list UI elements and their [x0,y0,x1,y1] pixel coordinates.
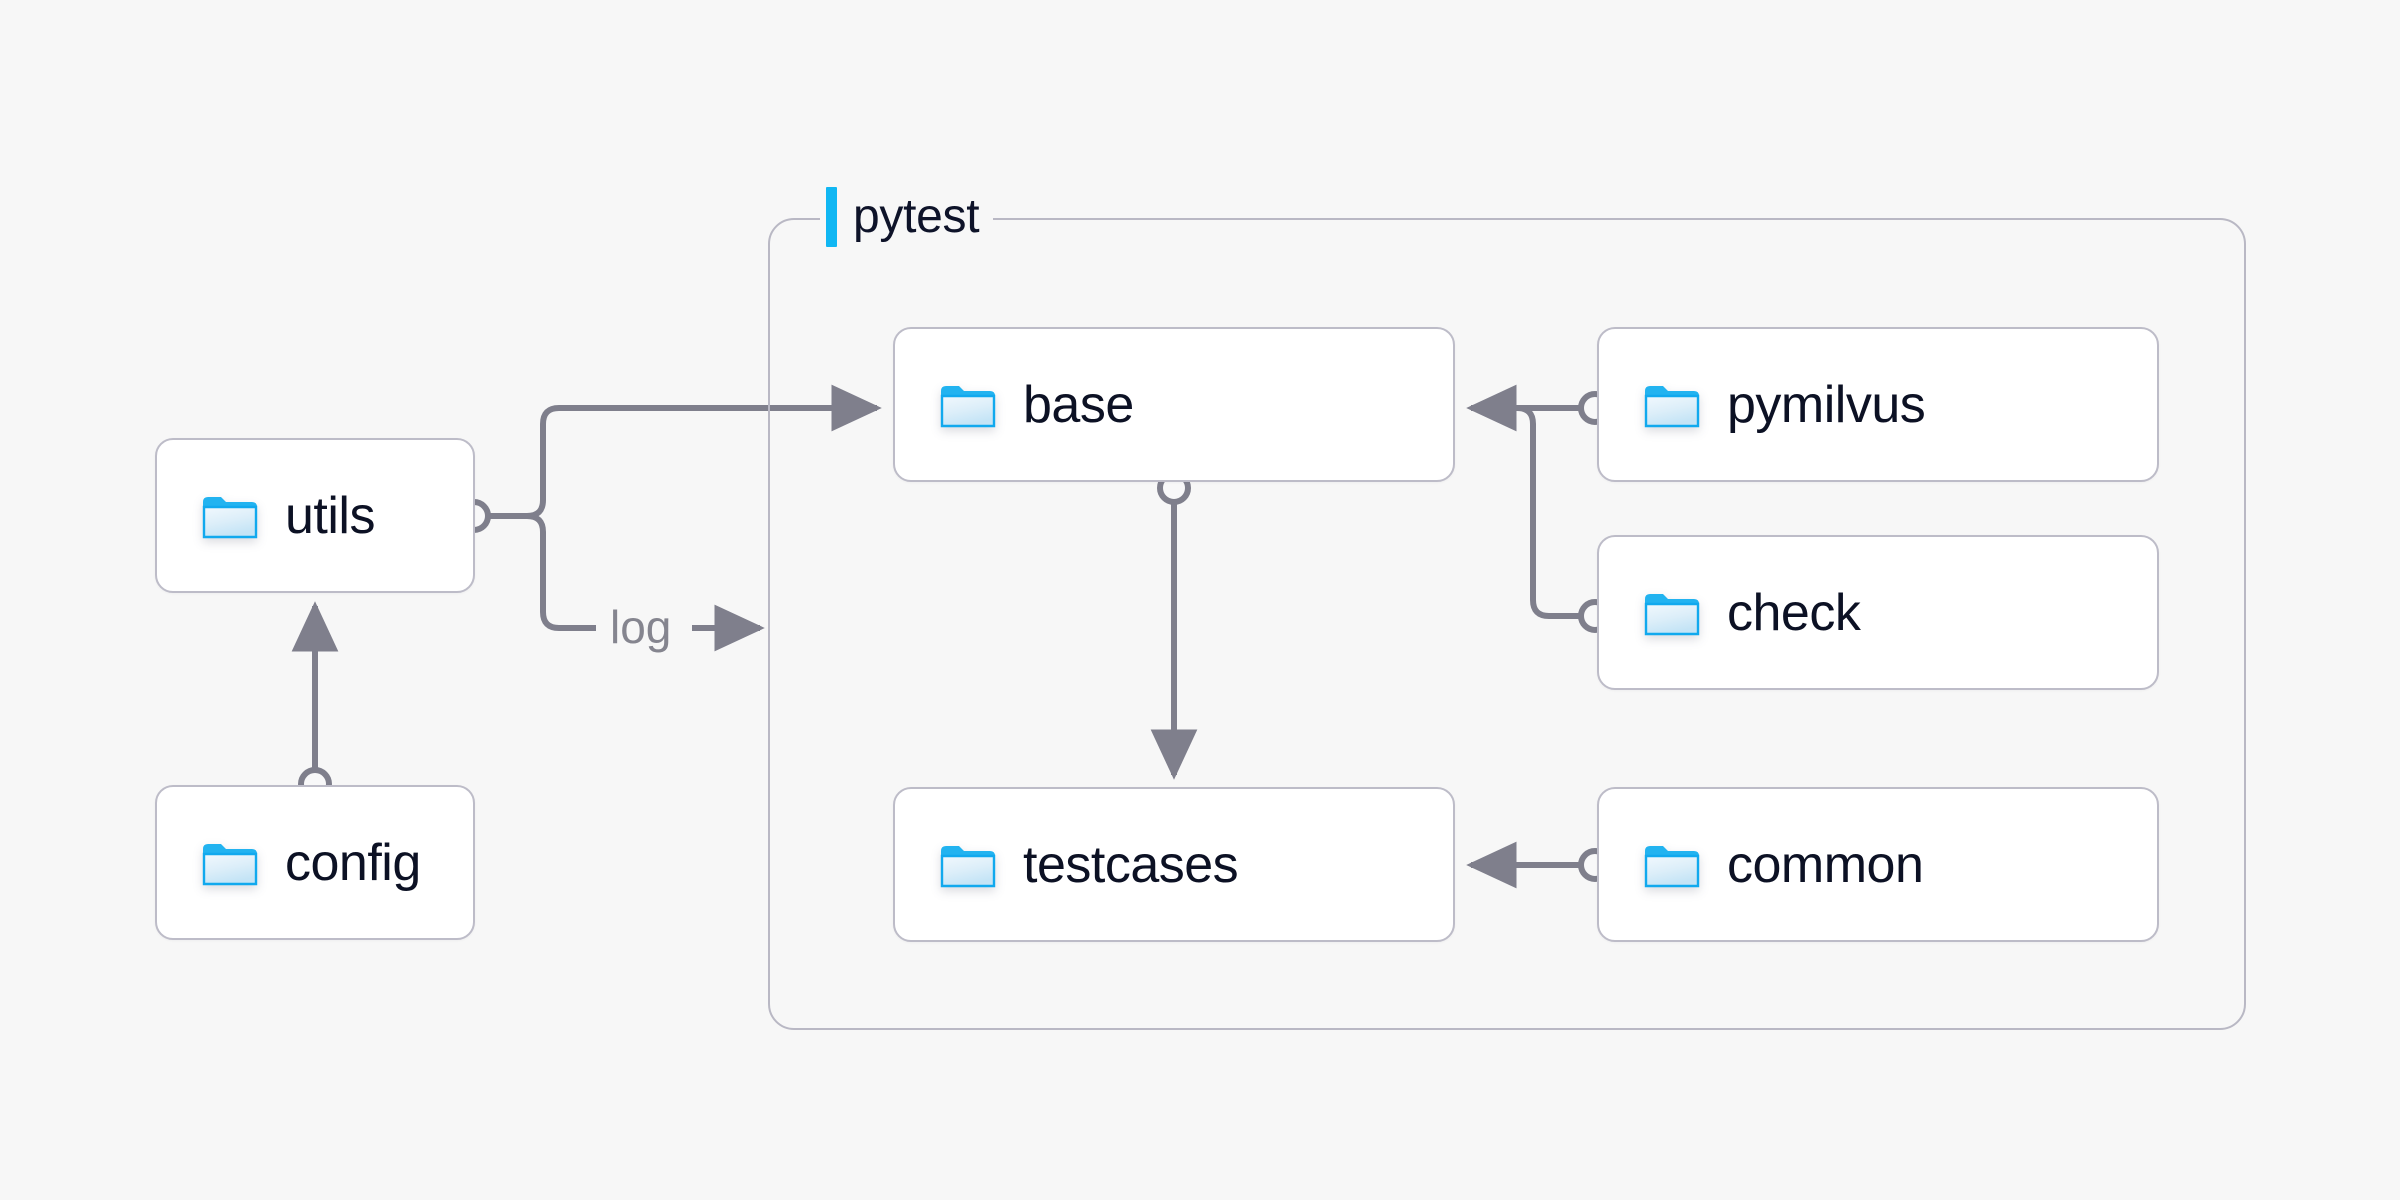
node-testcases[interactable]: testcases [893,787,1455,942]
node-testcases-content: testcases [895,835,1239,894]
folder-icon [1644,845,1700,887]
vertical-bar-icon [826,187,837,247]
node-common-content: common [1599,835,1924,894]
node-config[interactable]: config [155,785,475,940]
node-config-content: config [157,837,421,889]
node-testcases-label: testcases [1023,835,1239,894]
node-common-label: common [1727,835,1924,894]
node-check-content: check [1599,583,1861,642]
node-base-label: base [1023,375,1134,434]
node-common[interactable]: common [1597,787,2159,942]
node-check[interactable]: check [1597,535,2159,690]
folder-icon [940,845,996,887]
node-pymilvus-label: pymilvus [1727,375,1926,434]
folder-icon [202,496,258,538]
edge-utils-to-log [513,513,596,631]
edge-label-log: log [600,604,682,650]
node-base[interactable]: base [893,327,1455,482]
group-pytest[interactable] [768,218,2246,1030]
node-utils[interactable]: utils [155,438,475,593]
group-pytest-label: pytest [853,190,980,243]
node-pymilvus-content: pymilvus [1599,375,1926,434]
folder-icon [1644,385,1700,427]
group-pytest-label-wrap: pytest [820,186,994,248]
node-check-label: check [1727,583,1861,642]
node-utils-label: utils [285,486,375,545]
folder-icon [1644,593,1700,635]
node-base-content: base [895,379,1134,431]
folder-icon [202,843,258,885]
node-config-label: config [285,833,421,892]
node-utils-content: utils [157,490,375,542]
folder-icon [940,385,996,427]
node-pymilvus[interactable]: pymilvus [1597,327,2159,482]
